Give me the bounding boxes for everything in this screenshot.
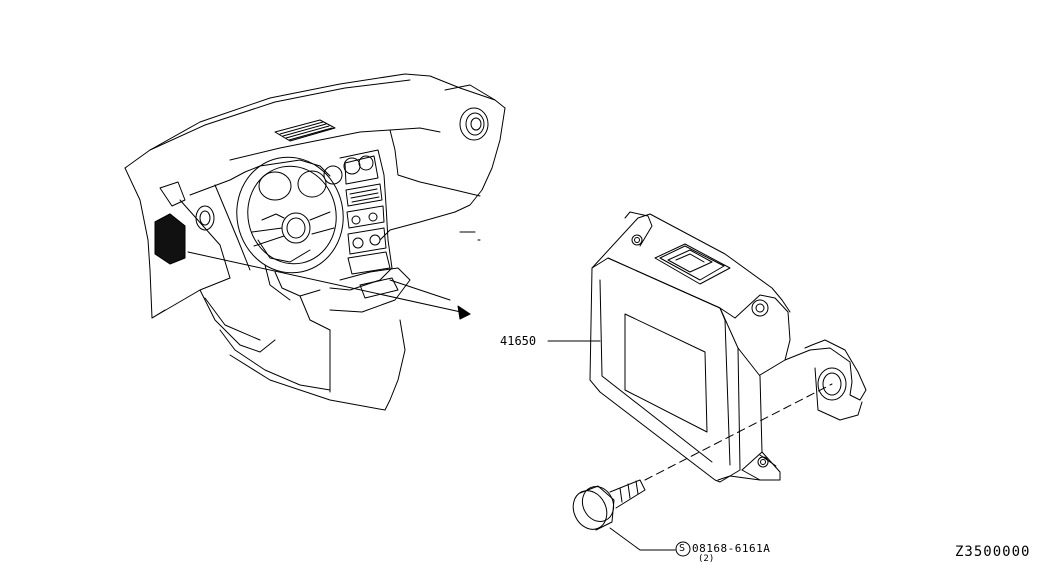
bolt-part-number-label: 08168-6161A [692,542,771,555]
control-module-illustration [547,211,867,483]
diagram-code-label: Z3500000 [955,544,1031,560]
bolt-quantity-label: (2) [698,554,715,564]
module-part-number-label: 41650 [500,334,537,348]
dashboard-illustration [124,73,506,411]
bolt-symbol-label: S [679,543,686,554]
bolt-illustration [572,479,691,557]
